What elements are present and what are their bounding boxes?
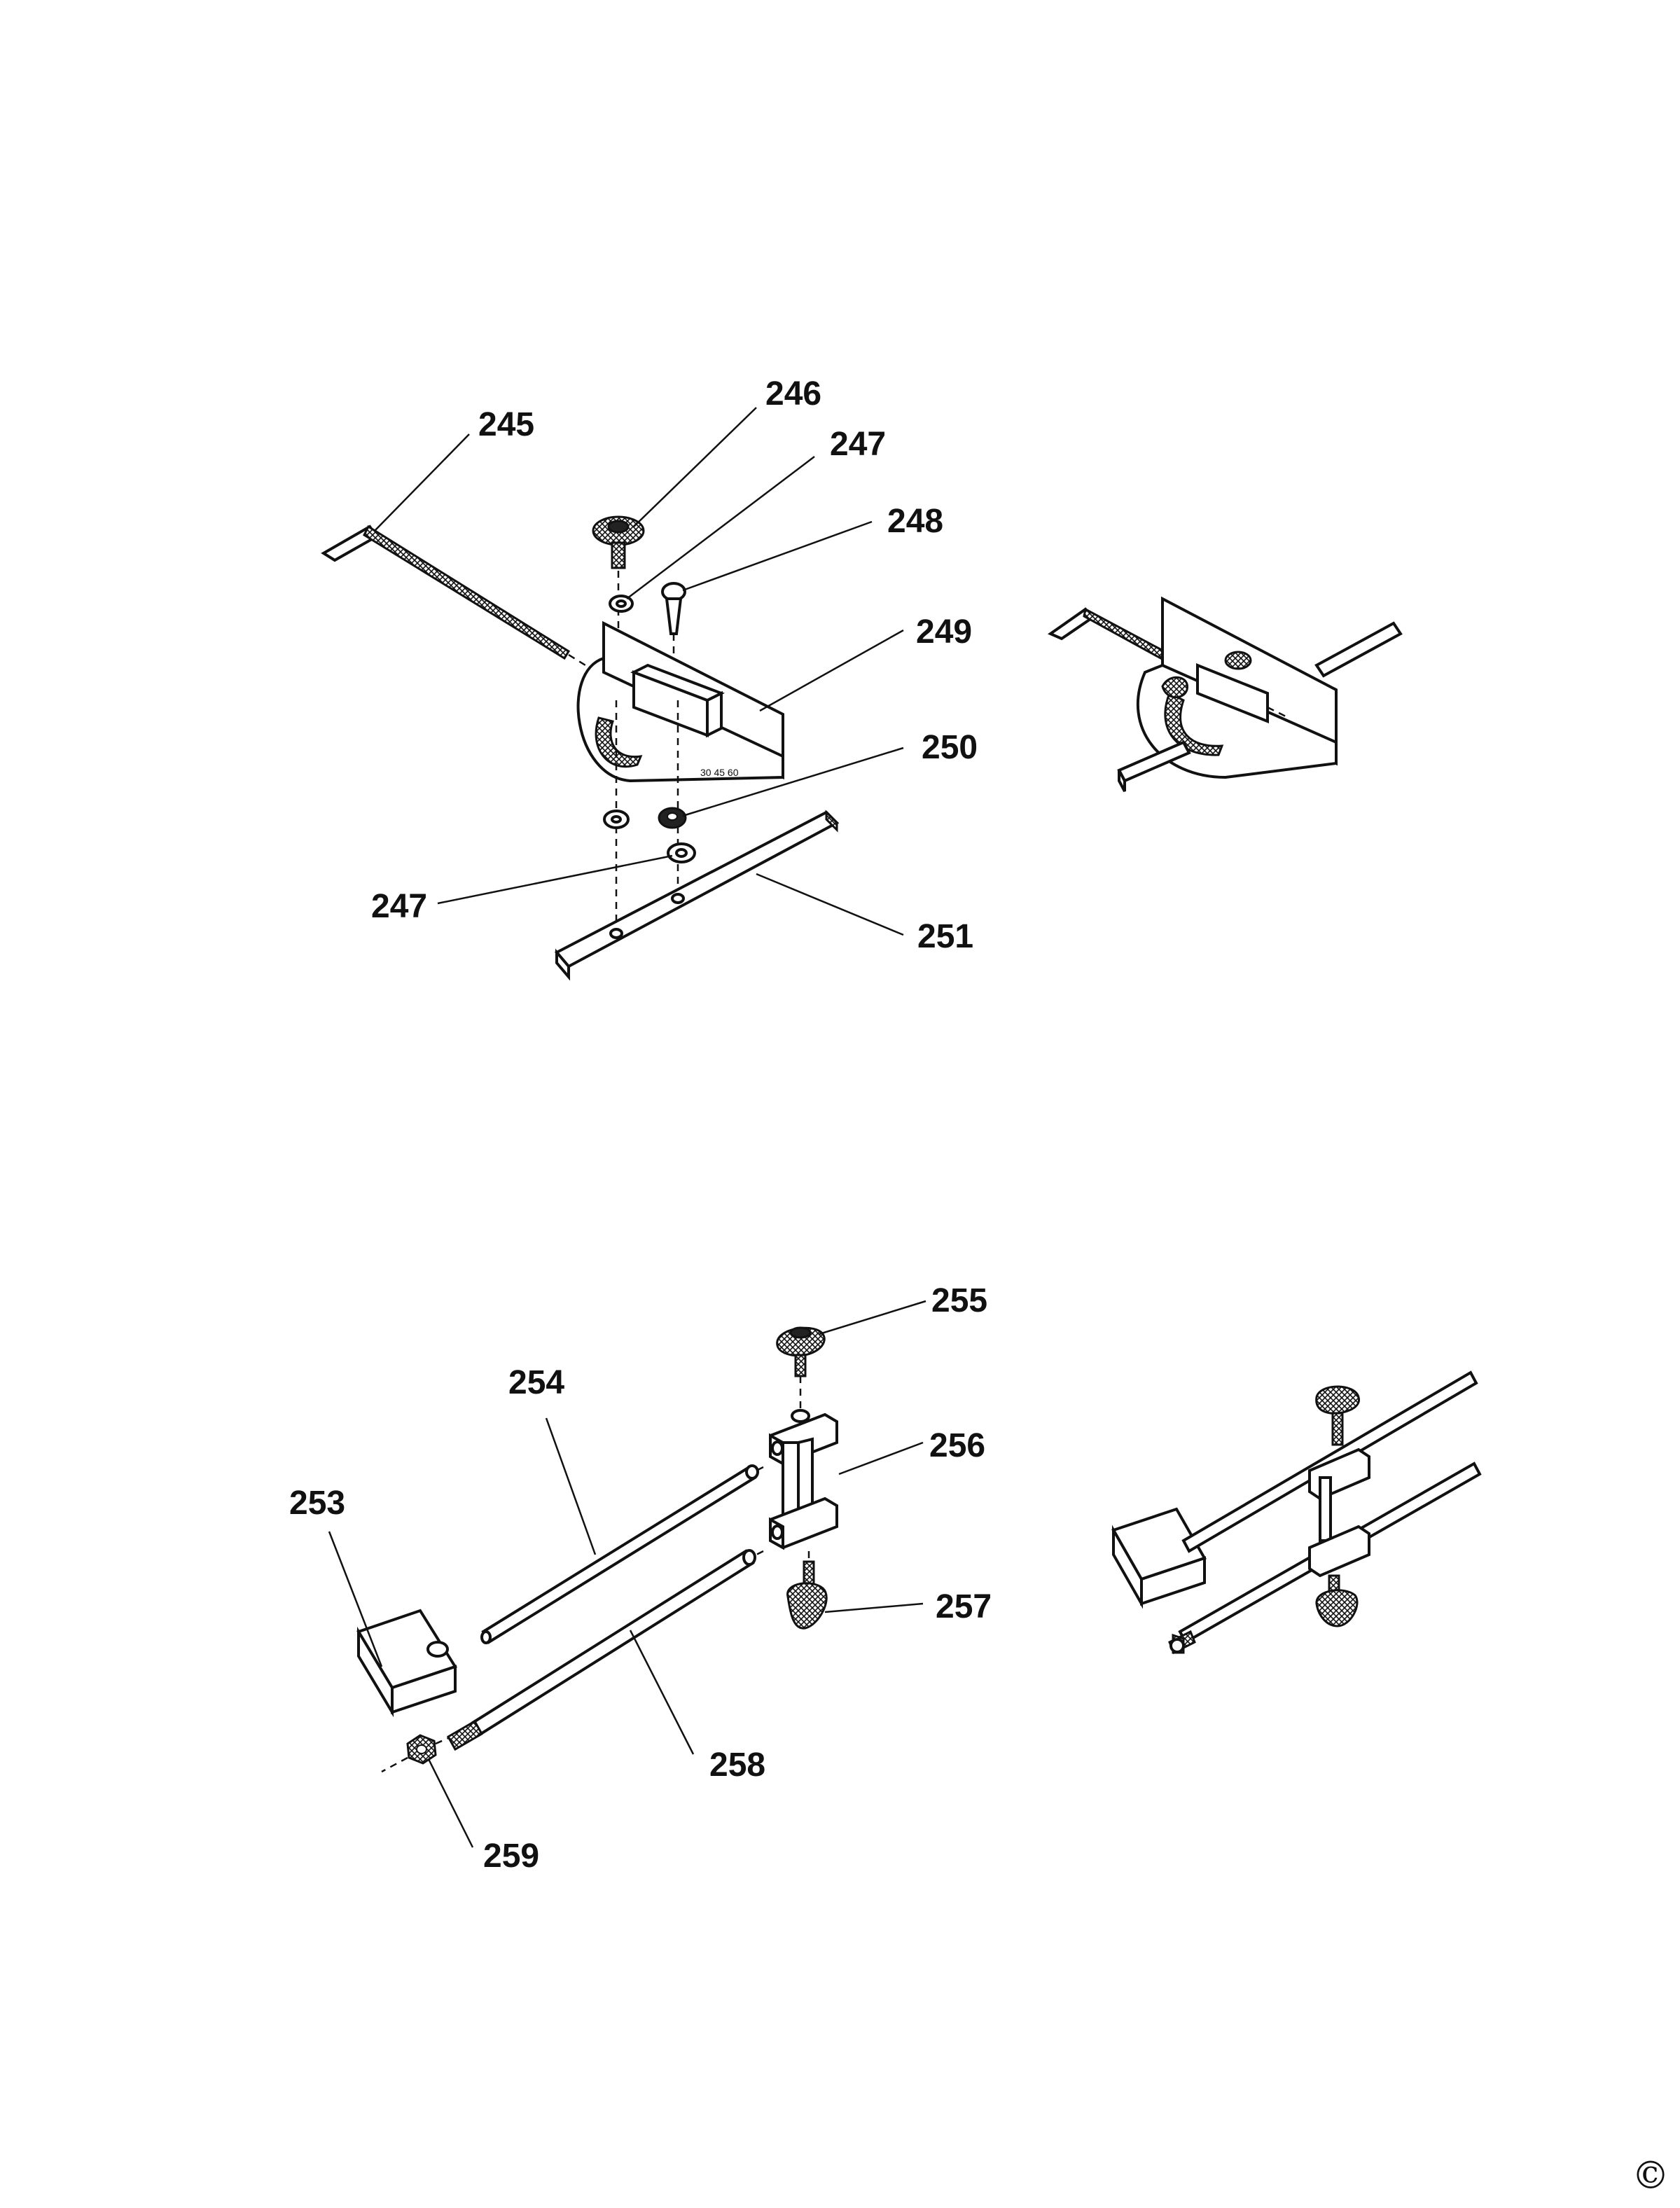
part-254-rod <box>481 1465 757 1644</box>
stop-rod-assembled <box>1111 1370 1482 1655</box>
part-257-knob <box>786 1560 828 1630</box>
label-259: 259 <box>483 1838 539 1875</box>
svg-text:30 45 60: 30 45 60 <box>700 767 739 778</box>
part-249-protractor-body: 30 45 60 <box>576 620 784 783</box>
label-247-top: 247 <box>830 426 886 463</box>
part-251-bar <box>554 810 840 981</box>
label-247-bottom: 247 <box>371 888 427 925</box>
leader-lines-upper <box>374 407 904 936</box>
part-255-knob <box>776 1326 826 1377</box>
part-246-knob <box>592 515 645 569</box>
label-249: 249 <box>916 613 972 651</box>
part-250-nut <box>658 807 687 829</box>
label-248: 248 <box>887 503 943 540</box>
label-257: 257 <box>936 1588 992 1625</box>
copyright-mark: © <box>1632 2153 1669 2197</box>
label-250: 250 <box>922 729 978 766</box>
part-258-rod <box>471 1549 755 1737</box>
label-246: 246 <box>765 375 821 412</box>
label-256: 256 <box>929 1427 985 1464</box>
label-253: 253 <box>289 1485 345 1522</box>
miter-gauge-exploded: 30 45 60 <box>321 515 840 981</box>
part-256-bracket <box>769 1412 838 1550</box>
part-245-rod <box>321 525 571 660</box>
label-245: 245 <box>478 406 534 443</box>
leader-lines-lower <box>328 1300 926 1848</box>
miter-gauge-assembled <box>1047 596 1403 792</box>
part-253-stop-block <box>356 1609 458 1718</box>
label-251: 251 <box>917 918 973 955</box>
stop-rod-exploded <box>356 1326 838 1773</box>
label-255: 255 <box>931 1282 987 1319</box>
label-258: 258 <box>709 1747 765 1784</box>
part-248-pin <box>661 582 686 635</box>
part-259-nut <box>406 1734 437 1765</box>
label-254: 254 <box>508 1364 564 1401</box>
